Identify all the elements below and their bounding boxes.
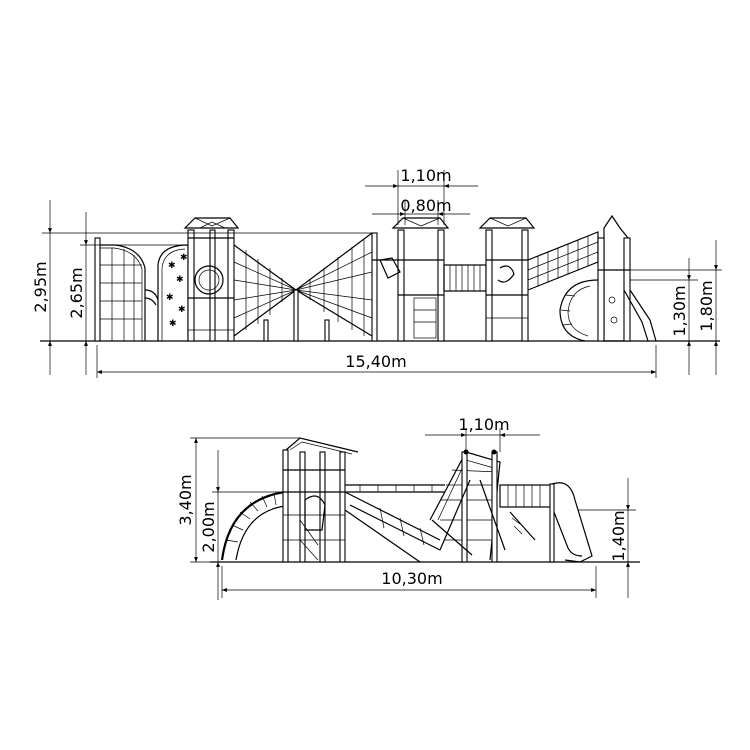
dim-side-platform-height: 2,00m (199, 450, 283, 600)
svg-text:✱: ✱ (176, 275, 184, 285)
dim-right-height-high: 1,80m (630, 240, 722, 375)
dim-label-15-40m: 15,40m (345, 352, 406, 371)
tower-3 (478, 217, 536, 342)
climbing-frame-left (94, 237, 146, 342)
dim-top-width-inner: 0,80m (372, 196, 470, 225)
dim-total-height: 2,95m (31, 200, 372, 375)
svg-text:✱: ✱ (178, 305, 186, 315)
svg-text:✱: ✱ (166, 293, 174, 303)
side-view: 1,10m 3,40m 2,00m 10,30m (176, 415, 640, 600)
spiral-slide (559, 279, 599, 342)
net-bridge-front (233, 232, 373, 342)
dim-label-1-30m: 1,30m (670, 285, 689, 336)
dim-label-side-1-10m: 1,10m (458, 415, 509, 434)
dim-label-10-30m: 10,30m (381, 569, 442, 588)
dim-side-slide-height: 1,40m (578, 478, 636, 598)
dim-label-3-40m: 3,40m (176, 474, 195, 525)
dim-label-2-65m: 2,65m (67, 267, 86, 318)
dim-label-0-80m: 0,80m (400, 196, 451, 215)
dim-top-width-outer: 1,10m (365, 166, 478, 225)
side-tower-left (282, 437, 359, 563)
dim-platform-height: 2,65m (67, 212, 188, 375)
curved-slide-left (220, 490, 286, 561)
side-a-frame (429, 449, 506, 563)
dim-label-1-80m: 1,80m (697, 280, 716, 331)
svg-text:✱: ✱ (180, 253, 188, 263)
dim-side-total-height: 3,40m (176, 437, 300, 563)
dim-label-2-95m: 2,95m (31, 261, 50, 312)
side-bridge (344, 484, 445, 563)
dim-total-length: 15,40m (96, 345, 657, 378)
dim-label-1-40m: 1,40m (609, 510, 628, 561)
front-view: ✱ ✱ ✱ ✱ ✱ ✱ (31, 166, 722, 378)
dim-right-height-low: 1,30m (630, 258, 698, 375)
dim-label-1-10m-top: 1,10m (400, 166, 451, 185)
svg-text:✱: ✱ (168, 261, 176, 271)
dim-label-2-00m: 2,00m (199, 501, 218, 552)
tower-2 (371, 217, 450, 342)
side-tube-slide (499, 482, 593, 563)
svg-text:✱: ✱ (169, 319, 177, 329)
tower-1 (183, 217, 240, 342)
dim-side-top-width: 1,10m (425, 415, 540, 452)
dim-side-total-length: 10,30m (221, 566, 597, 598)
tube-bridge (443, 264, 487, 292)
round-panel: ✱ ✱ ✱ ✱ ✱ ✱ (157, 244, 189, 341)
tower-4-spire (597, 214, 657, 342)
